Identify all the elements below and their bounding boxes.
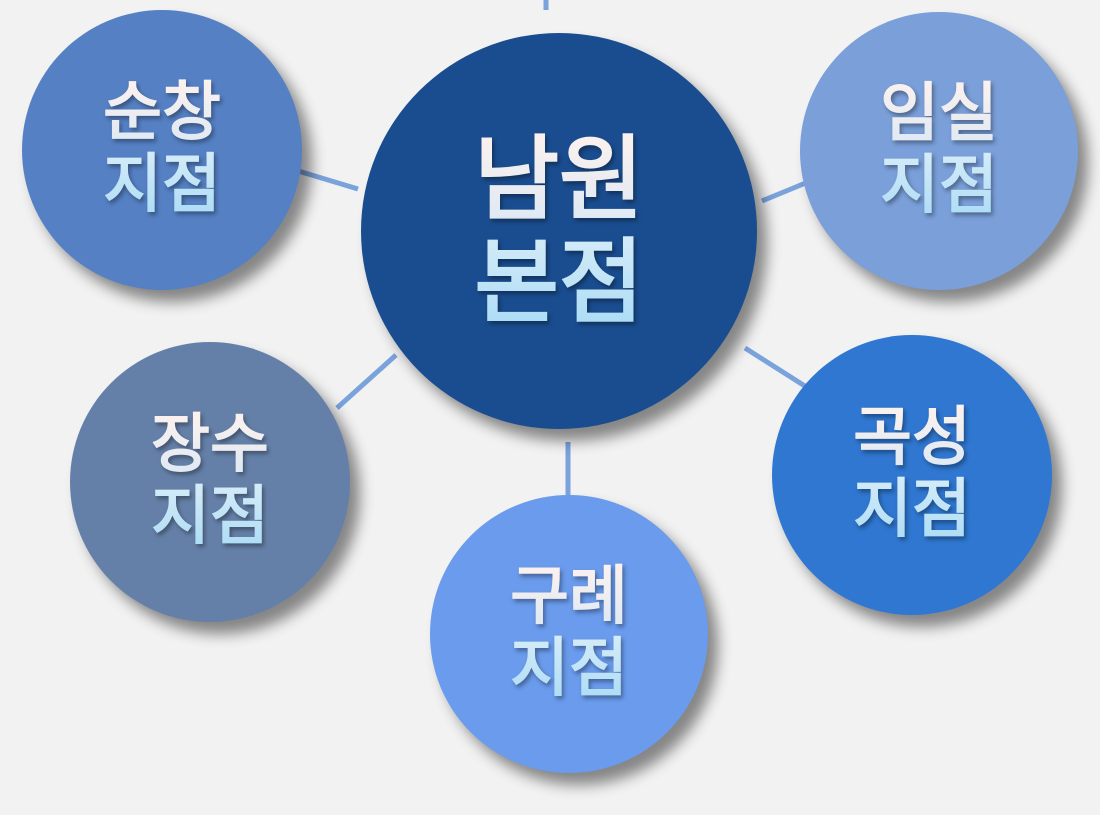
branch-type: 지점 — [103, 148, 221, 222]
branch-name: 장수 — [151, 408, 269, 483]
branch-imsil: 임실 지점 — [800, 12, 1078, 290]
branch-type: 지점 — [510, 632, 628, 706]
branch-name: 곡성 — [853, 401, 971, 476]
branch-gurye: 구례 지점 — [430, 495, 708, 773]
branch-name: 임실 — [880, 77, 998, 152]
branch-type: 지점 — [880, 149, 998, 223]
branch-gokseong: 곡성 지점 — [772, 335, 1052, 615]
branch-type: 지점 — [151, 480, 269, 554]
branch-jangsu: 장수 지점 — [70, 342, 350, 622]
connector-gokseong — [743, 345, 810, 391]
center-name: 남원 — [474, 125, 644, 233]
center-namwon-headquarters: 남원 본점 — [361, 33, 757, 429]
branch-sunchang: 순창 지점 — [22, 10, 302, 290]
connector-jangsu — [335, 353, 398, 410]
center-type: 본점 — [474, 229, 644, 336]
connector-sunchang — [294, 167, 359, 192]
branch-name: 순창 — [103, 76, 221, 151]
branch-type: 지점 — [853, 473, 971, 547]
branch-name: 구례 — [510, 560, 628, 635]
connector-imsil — [761, 179, 809, 204]
